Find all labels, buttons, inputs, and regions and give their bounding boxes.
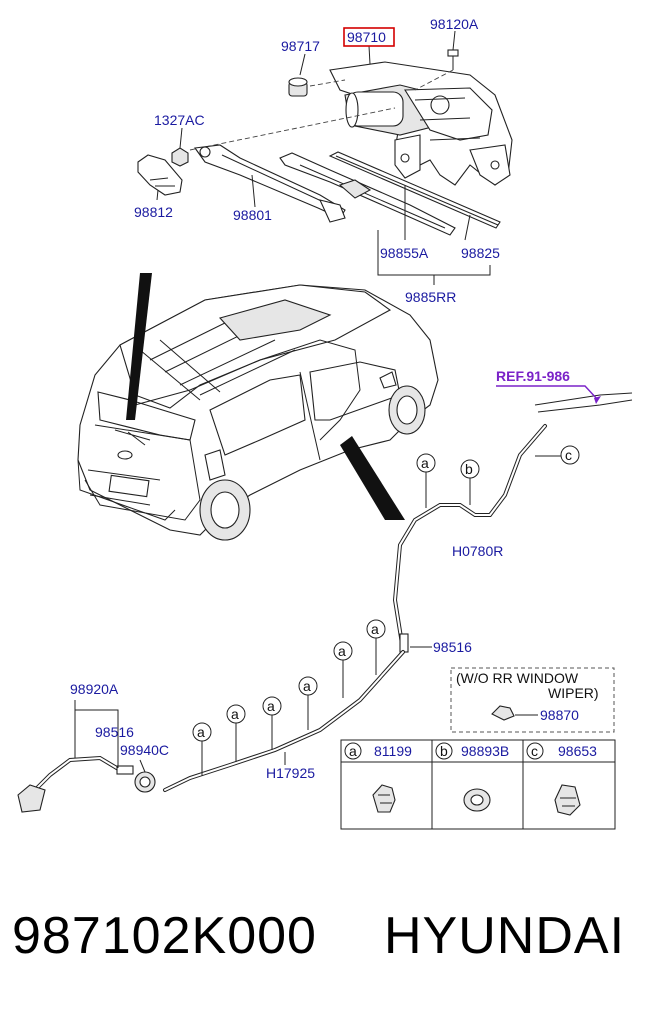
label-98710-highlight (343, 27, 395, 47)
ref-arrow (496, 385, 599, 401)
callout-a: a (421, 455, 429, 471)
ref-arrowhead (594, 396, 601, 404)
label-98717: 98717 (281, 38, 320, 54)
label-98870: 98870 (540, 707, 579, 723)
leader-lines-top (156, 30, 491, 285)
label-ref: REF.91-986 (496, 368, 570, 384)
plug-98870-icon (491, 705, 515, 721)
legend-letter-a: a (349, 743, 357, 759)
legend-table: a 81199 b 98893B c 98653 (340, 739, 616, 830)
footer-brand: HYUNDAI (384, 907, 626, 965)
cap-98717 (288, 77, 346, 97)
callout-a: a (338, 643, 346, 659)
callout-a: a (267, 698, 275, 714)
label-h0780r: H0780R (452, 543, 503, 559)
footer-part-number: 987102K000 (12, 907, 317, 965)
clip-81199-icon (372, 784, 396, 813)
label-98710: 98710 (347, 29, 386, 45)
cover-98812 (137, 154, 183, 196)
callout-a: a (231, 706, 239, 722)
label-98940c: 98940C (120, 742, 169, 758)
label-98812: 98812 (134, 204, 173, 220)
callout-circles: a b c a a a a a a (192, 445, 580, 776)
legend-letter-c: c (531, 743, 538, 759)
note-line-1: (W/O RR WINDOW (456, 670, 579, 686)
wiper-blade-98855a (279, 152, 456, 236)
wiper-arm-98801 (194, 144, 346, 223)
pointer-arrows (126, 273, 405, 520)
label-9885rr: 9885RR (405, 289, 456, 305)
callout-b: b (465, 461, 473, 477)
label-98855a: 98855A (380, 245, 429, 261)
callout-a: a (197, 724, 205, 740)
wiper-motor-assembly (329, 61, 513, 186)
legend-letter-b: b (440, 743, 448, 759)
label-98516-lower: 98516 (95, 724, 134, 740)
label-98920a: 98920A (70, 681, 119, 697)
label-1327ac: 1327AC (154, 112, 205, 128)
legend-part-81199: 81199 (374, 743, 412, 759)
vehicle-illustration (77, 284, 439, 541)
hose-routing (17, 392, 633, 813)
label-98801: 98801 (233, 207, 272, 223)
label-98120a: 98120A (430, 16, 479, 32)
label-h17925: H17925 (266, 765, 315, 781)
callout-a: a (303, 678, 311, 694)
clip-98653-icon (554, 784, 581, 816)
legend-part-98653: 98653 (558, 743, 597, 759)
refill-98825 (328, 151, 501, 229)
note-box: (W/O RR WINDOW WIPER) 98870 (450, 667, 615, 733)
footer: 987102K000 HYUNDAI (0, 900, 647, 980)
label-98516-upper: 98516 (433, 639, 472, 655)
label-98825: 98825 (461, 245, 500, 261)
callout-a: a (371, 621, 379, 637)
callout-c: c (565, 447, 572, 463)
legend-part-98893b: 98893B (461, 743, 509, 759)
note-line-2: WIPER) (548, 685, 599, 701)
